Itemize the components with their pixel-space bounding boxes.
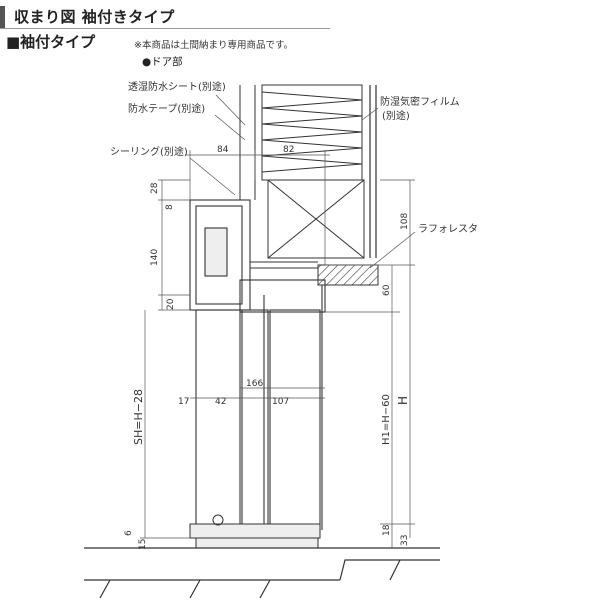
label-lath: ラフォレスタ [418, 223, 478, 235]
dim-sh: SH=H−28 [132, 389, 145, 445]
product-note: ※本商品は土間納まり専用商品です。 [134, 40, 294, 51]
label-waterproof-tape: 防水テープ(別途) [128, 102, 205, 115]
dim-8: 8 [165, 204, 175, 210]
dim-33: 33 [400, 535, 410, 546]
door-sill [189, 514, 321, 549]
dim-107: 107 [272, 397, 289, 407]
dim-166: 166 [246, 379, 263, 389]
dim-20: 20 [166, 298, 176, 310]
dim-108: 108 [400, 213, 410, 230]
dim-17: 17 [178, 397, 189, 407]
door-section-label: ●ドア部 [142, 56, 183, 68]
header-beam [267, 179, 365, 259]
lath-board [317, 264, 379, 286]
dim-84: 84 [217, 145, 229, 155]
dim-82: 82 [283, 145, 294, 155]
dim-28: 28 [150, 182, 160, 194]
dim-60: 60 [382, 284, 392, 296]
label-vapor-film-note: (別途) [382, 109, 410, 122]
floor-slab [84, 547, 440, 599]
dim-15: 15 [138, 539, 148, 550]
label-vapor-film: 防湿気密フィルム [380, 95, 460, 108]
section-title: ■袖付タイプ [6, 33, 96, 51]
label-sealing: シーリング(別途) [110, 145, 188, 158]
title-divider [0, 28, 330, 29]
dim-42: 42 [215, 397, 226, 407]
dim-6: 6 [124, 530, 134, 536]
door-leaf [195, 285, 323, 531]
wall-insulation [261, 84, 363, 181]
dim-h1: H1=H−60 [381, 394, 392, 445]
label-waterproof-sheet: 透湿防水シート(別途) [128, 80, 226, 93]
dim-h: H [396, 396, 410, 405]
door-frame [189, 199, 326, 313]
dimension-lines [140, 150, 415, 548]
dim-18: 18 [382, 524, 392, 536]
page-title: 収まり図 袖付きタイプ [14, 8, 175, 26]
dim-140: 140 [150, 249, 160, 266]
title-accent-bar [0, 6, 5, 28]
